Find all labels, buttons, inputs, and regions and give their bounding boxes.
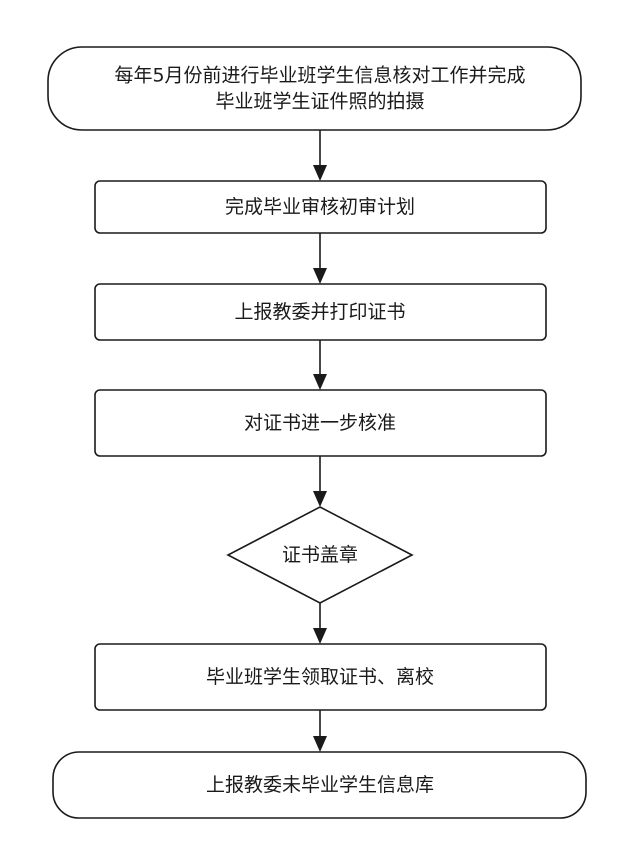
arrowhead-icon bbox=[313, 491, 327, 507]
node-label: 毕业班学生证件照的拍摄 bbox=[215, 91, 424, 113]
node-label: 上报教委并打印证书 bbox=[234, 301, 405, 323]
nodes-layer: 每年5月份前进行毕业班学生信息核对工作并完成毕业班学生证件照的拍摄完成毕业审核初… bbox=[47, 46, 587, 819]
edges-layer bbox=[313, 130, 327, 752]
flow-node-process-3: 上报教委并打印证书 bbox=[94, 283, 547, 341]
flow-arrow-6 bbox=[313, 710, 327, 752]
flow-node-process-6: 毕业班学生领取证书、离校 bbox=[94, 643, 547, 711]
flow-arrow-4 bbox=[313, 456, 327, 507]
arrowhead-icon bbox=[313, 268, 327, 284]
arrowhead-icon bbox=[313, 165, 327, 181]
process-box bbox=[94, 643, 547, 711]
process-box bbox=[94, 389, 547, 457]
flow-arrow-1 bbox=[313, 130, 327, 181]
flow-arrow-2 bbox=[313, 233, 327, 284]
process-box bbox=[94, 180, 547, 234]
node-label: 完成毕业审核初审计划 bbox=[225, 196, 415, 218]
process-box bbox=[94, 283, 547, 341]
flow-node-terminal-7: 上报教委未毕业学生信息库 bbox=[52, 751, 587, 819]
arrowhead-icon bbox=[313, 628, 327, 644]
node-label: 对证书进一步核准 bbox=[244, 412, 396, 434]
flow-arrow-3 bbox=[313, 340, 327, 390]
arrowhead-icon bbox=[313, 736, 327, 752]
node-label: 上报教委未毕业学生信息库 bbox=[206, 774, 434, 796]
flow-node-process-2: 完成毕业审核初审计划 bbox=[94, 180, 547, 234]
node-label: 证书盖章 bbox=[282, 544, 358, 566]
flow-node-decision-5: 证书盖章 bbox=[226, 506, 414, 604]
flow-node-process-4: 对证书进一步核准 bbox=[94, 389, 547, 457]
terminal-box bbox=[52, 751, 587, 819]
arrowhead-icon bbox=[313, 374, 327, 390]
node-label: 每年5月份前进行毕业班学生信息核对工作并完成 bbox=[114, 65, 525, 87]
decision-diamond bbox=[226, 506, 414, 604]
node-label: 毕业班学生领取证书、离校 bbox=[206, 666, 434, 688]
flow-arrow-5 bbox=[313, 603, 327, 644]
terminal-box bbox=[47, 46, 582, 131]
